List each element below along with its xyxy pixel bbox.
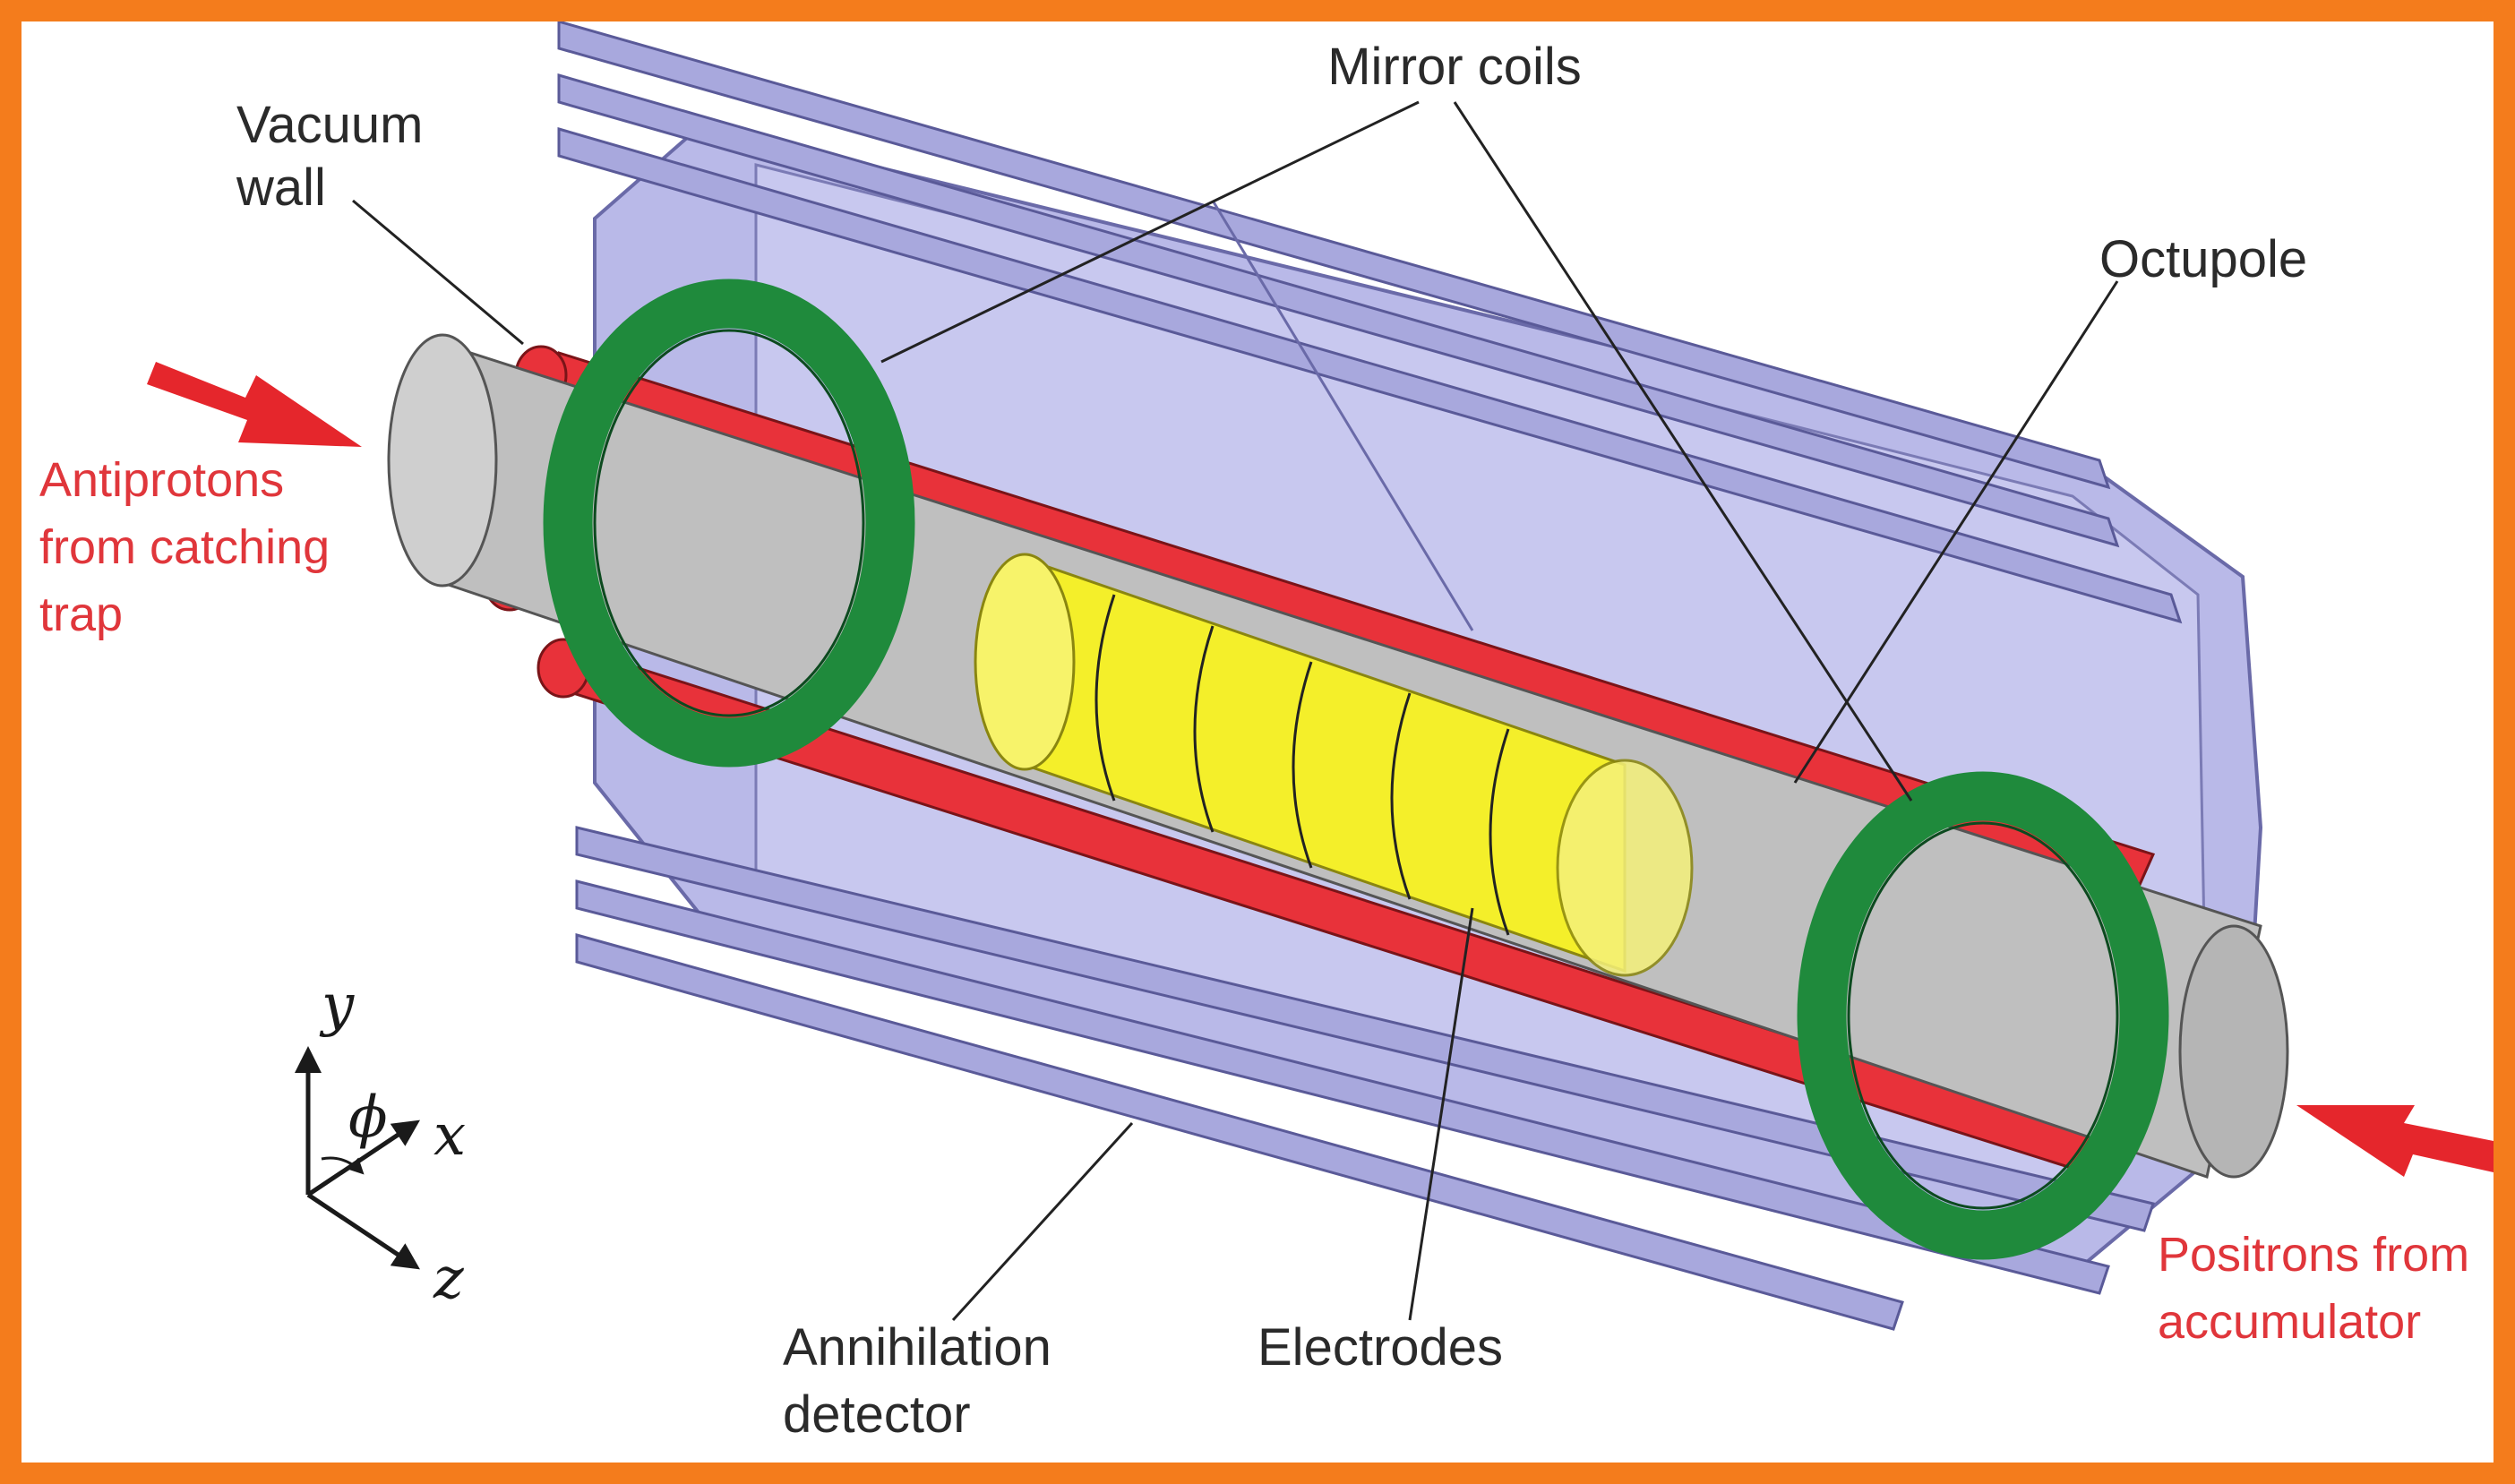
label-electrodes: Electrodes [1258, 1318, 1503, 1377]
label-antiprotons-3: trap [39, 588, 123, 641]
leader-lines [352, 100, 2119, 1322]
annihilation-detector-shell [557, 21, 2263, 1331]
axis-label-phi: ϕ [348, 1085, 388, 1151]
coordinate-axes: y ϕ x z [295, 973, 466, 1312]
z-axis [306, 1192, 420, 1270]
alpha-trap-diagram: Mirror coils Vacuum wall Octupole Antipr… [39, 21, 2494, 1444]
label-positrons-1: Positrons from [2158, 1228, 2469, 1282]
label-positrons-2: accumulator [2158, 1295, 2421, 1349]
mirror-coil-left [543, 279, 915, 768]
label-octupole: Octupole [2099, 230, 2307, 288]
axis-label-x: x [433, 1102, 466, 1169]
label-vacuum-wall-1: Vacuum [236, 96, 423, 154]
electrode-stack [974, 553, 1694, 977]
antiproton-arrow [147, 362, 362, 447]
axis-label-y: y [319, 973, 355, 1039]
label-mirror-coils: Mirror coils [1327, 38, 1582, 96]
mirror-coil-right [1797, 771, 2169, 1260]
label-antiprotons-1: Antiprotons [39, 453, 284, 507]
label-antiprotons-2: from catching [39, 520, 330, 574]
label-vacuum-wall-2: wall [236, 159, 326, 217]
phi-arc [321, 1156, 365, 1175]
axis-label-z: z [433, 1246, 465, 1312]
positron-arrow [2296, 1105, 2494, 1177]
label-annihilation-1: Annihilation [783, 1318, 1051, 1377]
label-annihilation-2: detector [783, 1385, 971, 1444]
